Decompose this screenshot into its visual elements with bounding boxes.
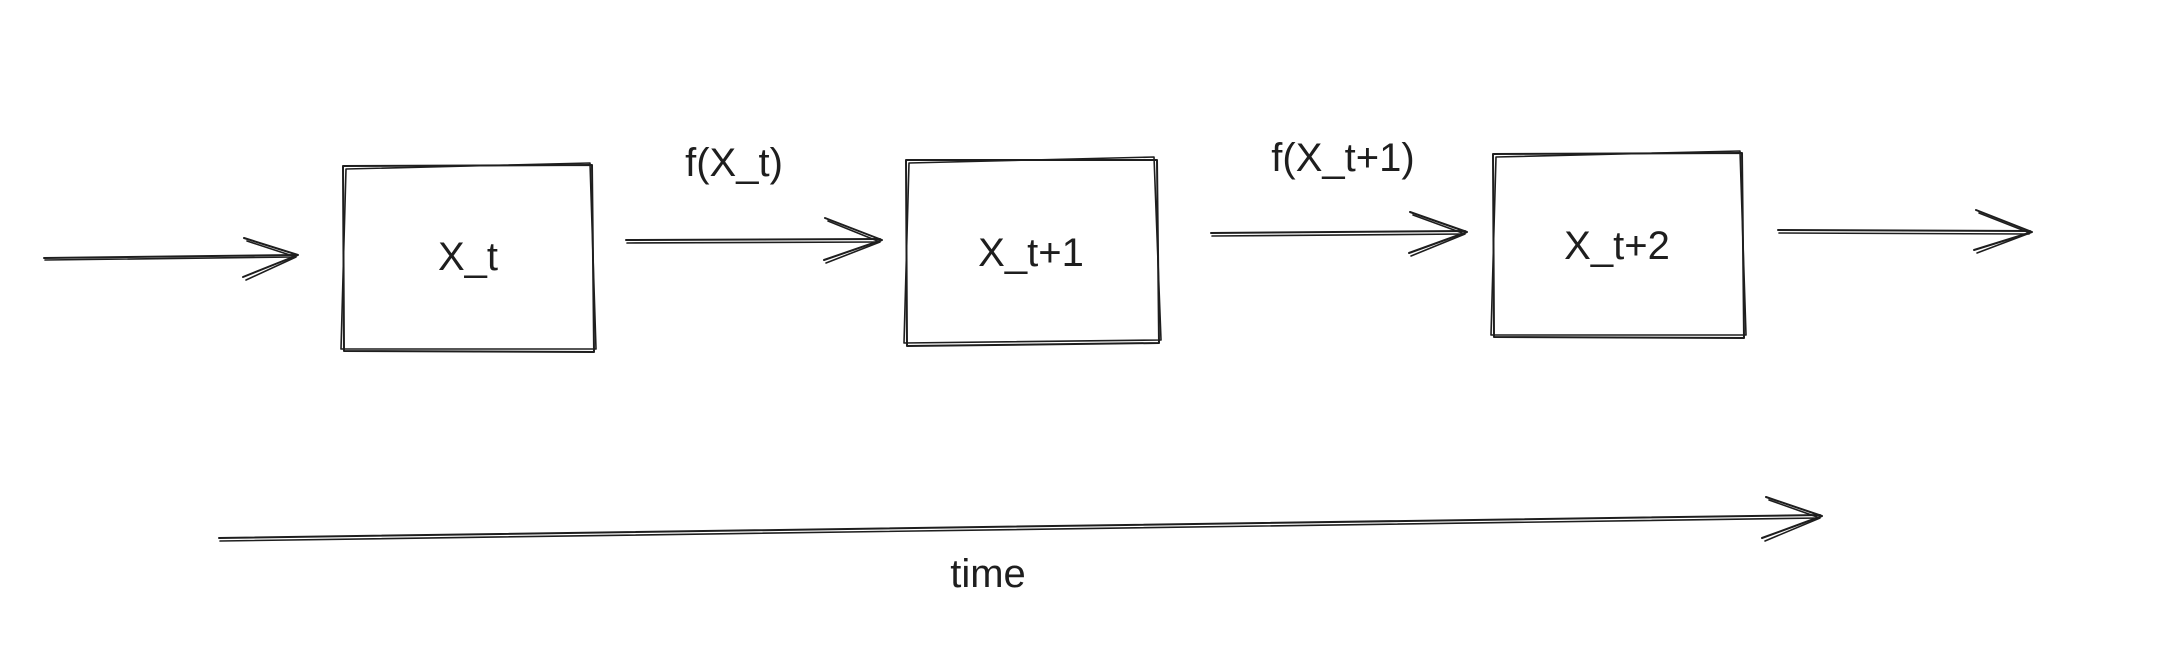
node-label-xt2: X_t+2 <box>1564 224 1670 268</box>
time-axis-label: time <box>950 552 1026 596</box>
arrow-xt1-to-xt2 <box>1210 211 1468 257</box>
arrow-xt-to-xt1 <box>625 217 883 264</box>
node-label-xt: X_t <box>438 235 498 279</box>
outgoing-arrow <box>1777 209 2033 254</box>
node-box-xt2 <box>1490 150 1747 339</box>
time-axis-arrow <box>218 496 1823 542</box>
node-box-xt1 <box>903 156 1162 347</box>
node-label-xt1: X_t+1 <box>978 231 1084 275</box>
edge-label-f-xt1: f(X_t+1) <box>1271 136 1414 180</box>
edge-label-f-xt: f(X_t) <box>685 141 783 185</box>
incoming-arrow <box>43 237 299 281</box>
node-box-xt <box>340 162 597 353</box>
